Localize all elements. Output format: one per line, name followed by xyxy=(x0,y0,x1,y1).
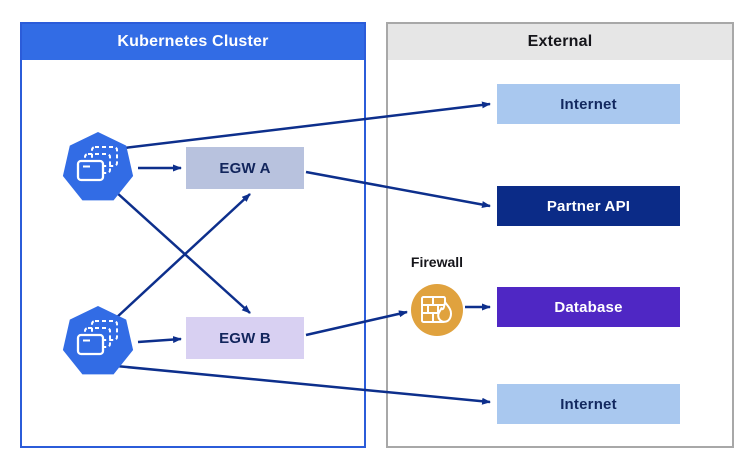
firewall-label: Firewall xyxy=(410,254,464,270)
node-egw-b: EGW B xyxy=(186,317,304,359)
node-egw-a-label: EGW A xyxy=(219,159,271,177)
node-internet-bottom-label: Internet xyxy=(560,395,617,413)
cluster-panel: Kubernetes Cluster xyxy=(20,22,366,448)
node-internet-bottom: Internet xyxy=(497,384,680,424)
kubernetes-pod-icon xyxy=(62,306,134,375)
node-database-label: Database xyxy=(554,298,623,316)
kubernetes-pod-icon xyxy=(62,132,134,201)
external-panel-title: External xyxy=(527,33,593,50)
node-egw-b-label: EGW B xyxy=(219,329,271,347)
node-egw-a: EGW A xyxy=(186,147,304,189)
node-partner-api: Partner API xyxy=(497,186,680,226)
external-panel-header: External xyxy=(388,24,732,60)
node-partner-api-label: Partner API xyxy=(546,197,631,215)
firewall-icon xyxy=(411,284,463,336)
node-internet-top-label: Internet xyxy=(560,95,617,113)
cluster-panel-header: Kubernetes Cluster xyxy=(22,24,364,60)
node-database: Database xyxy=(497,287,680,327)
cluster-panel-title: Kubernetes Cluster xyxy=(117,33,269,50)
node-internet-top: Internet xyxy=(497,84,680,124)
